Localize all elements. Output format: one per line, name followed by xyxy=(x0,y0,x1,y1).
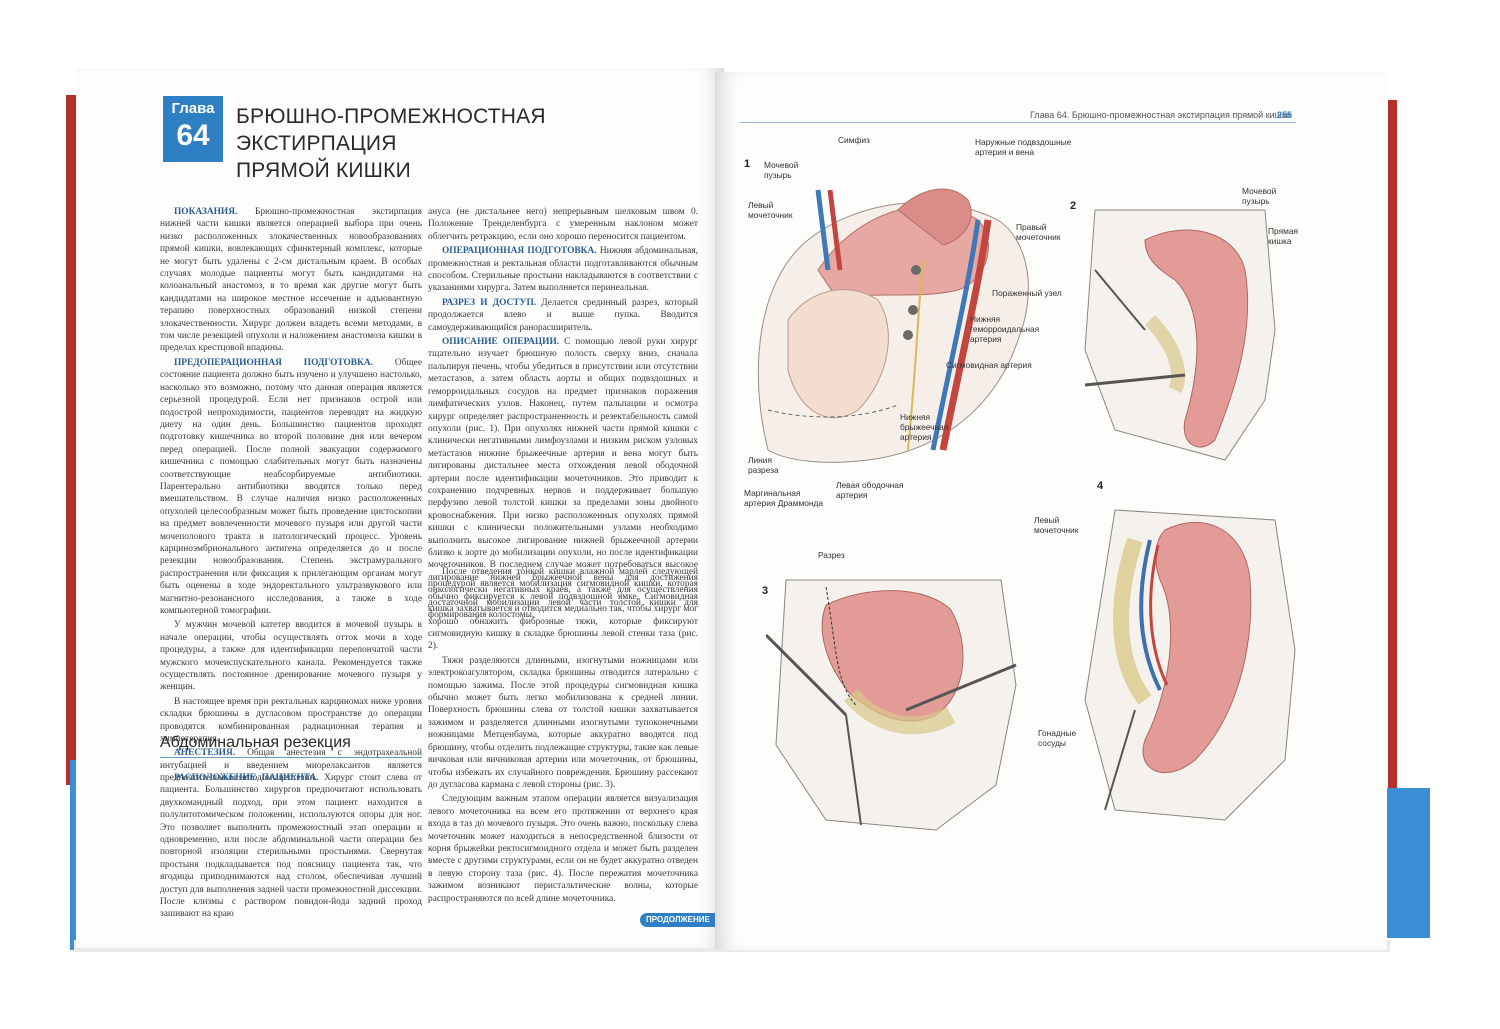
label-fig4-left-ureter: Левый мочеточник xyxy=(1034,515,1079,535)
figure-1-illustration xyxy=(757,188,1029,463)
label-ext-iliac: Наружные подвздошные артерия и вена xyxy=(975,137,1072,157)
label-bladder: Мочевой пузырь xyxy=(764,160,799,180)
left-cover-edge xyxy=(66,95,78,785)
paragraph: Тяжи разделяются длинными, изогнутыми но… xyxy=(428,655,698,790)
chapter-badge: Глава 64 xyxy=(163,96,223,162)
paragraph: После отведения тонкой кишки влажной мар… xyxy=(428,567,698,652)
section-rule xyxy=(160,757,422,758)
paragraph: Брюшно-промежностная экстирпация нижней … xyxy=(160,207,422,354)
label-left-ureter: Левый мочеточник xyxy=(748,200,793,220)
label-fig3-incision: Разрез xyxy=(818,550,845,560)
heading-position: РАСПОЛОЖЕНИЕ ПАЦИЕНТА. xyxy=(174,773,319,783)
paragraph: У мужчин мочевой катетер вводится в моче… xyxy=(160,620,422,693)
label-fig2-rectum: Прямая кишка xyxy=(1268,226,1299,246)
heading-anesthesia: АНЕСТЕЗИЯ. xyxy=(174,748,236,759)
heading-op-prep: ОПЕРАЦИОННАЯ ПОДГОТОВКА. xyxy=(442,246,597,257)
paragraph: Нижняя абдоминальная, промежностная и ре… xyxy=(428,246,698,294)
paragraph: Общее состояние пациента должно быть изу… xyxy=(160,357,422,616)
chapter-label: Глава xyxy=(171,100,215,117)
heading-op-description: ОПИСАНИЕ ОПЕРАЦИИ. xyxy=(442,337,560,348)
label-fig2-bladder: Мочевой пузырь xyxy=(1242,186,1277,206)
label-sigmoid-artery: Сигмовидная артерия xyxy=(946,360,1032,370)
continue-badge: ПРОДОЛЖЕНИЕ xyxy=(640,913,720,927)
heading-incision: РАЗРЕЗ И ДОСТУП. xyxy=(442,297,537,308)
left-column-2: ануса (не дистальнее него) непрерывным ш… xyxy=(428,206,698,623)
chapter-title: БРЮШНО-ПРОМЕЖНОСТНАЯ ЭКСТИРПАЦИЯ ПРЯМОЙ … xyxy=(236,103,676,184)
label-inf-mes-artery: Нижняя брыжеечная артерия xyxy=(900,412,949,442)
label-incision-line: Линия разреза xyxy=(748,455,779,475)
left-column-4: После отведения тонкой кишки влажной мар… xyxy=(428,566,698,907)
section-heading: Абдоминальная резекция xyxy=(160,734,351,751)
figure-1-number: 1 xyxy=(744,158,751,170)
label-inf-hem-artery: Нижняя геморроидальная артерия xyxy=(970,314,1040,344)
paragraph: Следующим важным этапом операции являетс… xyxy=(428,794,698,904)
figure-3-illustration xyxy=(766,579,1017,831)
page-number: 255 xyxy=(1277,110,1293,120)
label-simfiz: Симфиз xyxy=(838,135,870,145)
chapter-title-line2: ПРЯМОЙ КИШКИ xyxy=(236,159,411,182)
label-right-ureter: Правый мочеточник xyxy=(1016,222,1061,242)
paragraph: С помощью левой руки хирург тщательно из… xyxy=(428,337,699,620)
paragraph: Хирург стоит слева от пациента. Большинс… xyxy=(160,773,422,920)
paragraph: Общая анестезия с эндотрахеальной интуба… xyxy=(160,748,422,784)
left-column-1: ПОКАЗАНИЯ. Брюшно-промежностная экстирпа… xyxy=(160,206,422,787)
figure-2-illustration xyxy=(1084,209,1276,461)
label-fig4-gonadal: Гонадные сосуды xyxy=(1038,728,1077,748)
figure-2-number: 2 xyxy=(1070,200,1077,212)
running-head-rule xyxy=(740,122,1296,123)
running-head: Глава 64. Брюшно-промежностная экстирпац… xyxy=(1030,110,1291,120)
left-column-3: РАСПОЛОЖЕНИЕ ПАЦИЕНТА. Хирург стоит слев… xyxy=(160,772,422,923)
chapter-title-line1: БРЮШНО-ПРОМЕЖНОСТНАЯ ЭКСТИРПАЦИЯ xyxy=(236,105,546,155)
paragraph: Делается срединный разрез, который продо… xyxy=(428,297,698,333)
paragraph: В настоящее время при ректальных карцино… xyxy=(160,696,422,745)
right-blue-band xyxy=(1380,788,1430,938)
chapter-number: 64 xyxy=(176,119,210,152)
figure-4-number: 4 xyxy=(1097,480,1104,492)
heading-indications: ПОКАЗАНИЯ. xyxy=(174,207,238,217)
label-drummond: Маргинальная артерия Драммонда xyxy=(744,488,824,508)
label-left-colic: Левая ободочная артерия xyxy=(836,480,904,500)
right-cover-edge xyxy=(1388,100,1397,790)
label-affected-node: Пораженный узел xyxy=(992,288,1062,298)
figure-4-illustration xyxy=(1084,509,1296,821)
paragraph: ануса (не дистальнее него) непрерывным ш… xyxy=(428,207,698,242)
figure-3-number: 3 xyxy=(762,585,769,597)
heading-preop: ПРЕДОПЕРАЦИОННАЯ ПОДГОТОВКА. xyxy=(174,357,373,368)
left-page xyxy=(76,68,724,948)
